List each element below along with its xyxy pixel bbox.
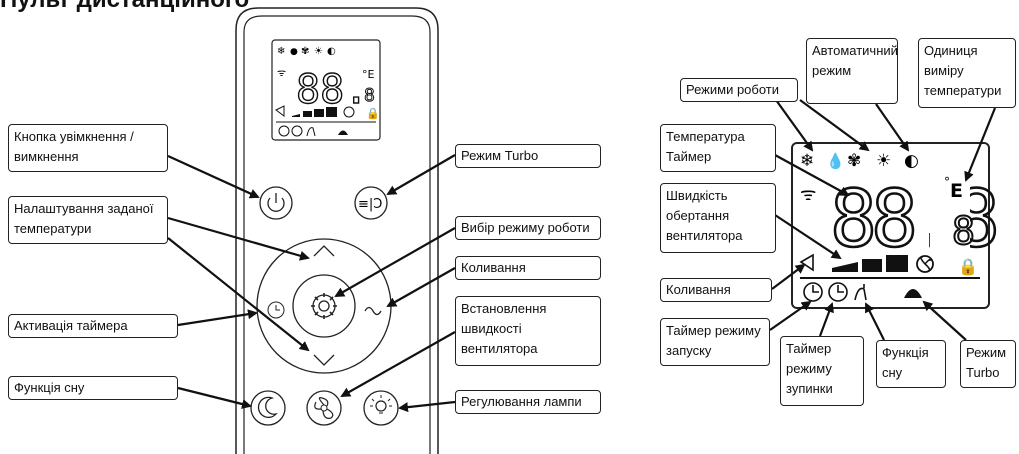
label-lcd-turbo: Режим Turbo xyxy=(960,340,1016,388)
mode-button[interactable] xyxy=(292,274,356,338)
temp-unit-e: E xyxy=(950,180,963,202)
sun-icon: ☀ xyxy=(314,46,323,57)
label-swing: Коливання xyxy=(455,256,601,280)
label-fan-speed: Встановлення швидкості вентилятора xyxy=(455,296,601,366)
label-timer: Активація таймера xyxy=(8,314,178,338)
label-lamp: Регулювання лампи xyxy=(455,390,601,414)
unit-e-small: °E xyxy=(362,68,375,81)
sleep-button[interactable] xyxy=(250,390,286,426)
wifi-icon: ᯤ xyxy=(277,68,286,79)
auto-icon: ◐ xyxy=(327,46,336,57)
label-temperature-timer: Температура Таймер xyxy=(660,124,776,172)
label-power-button: Кнопка увімкнення / вимкнення xyxy=(8,124,168,172)
lcd-small-digit: 8 xyxy=(952,209,975,253)
wifi-signal-icon: ᯤ xyxy=(800,184,816,205)
small-digit: 8 xyxy=(364,85,375,106)
label-fan-rotation-speed: Швидкість обертання вентилятора xyxy=(660,183,776,253)
label-stop-timer: Таймер режиму зупинки xyxy=(780,336,864,406)
turbo-fan-icon xyxy=(916,255,934,273)
label-lcd-sleep: Функція сну xyxy=(876,340,946,388)
swing-icon xyxy=(799,253,814,272)
lock-icon: 🔒 xyxy=(366,107,380,120)
label-start-timer: Таймер режиму запуску xyxy=(660,318,770,366)
snow-icon: ❄ xyxy=(277,46,285,57)
timer-off-icon xyxy=(828,282,848,302)
turbo-icon xyxy=(904,289,922,298)
fan-bar-1 xyxy=(832,262,858,272)
label-operating-modes: Режими роботи xyxy=(680,78,798,102)
drop-icon: ● xyxy=(290,47,298,57)
label-mode-select: Вибір режиму роботи xyxy=(455,216,601,240)
remote-arrows xyxy=(167,154,456,413)
label-lcd-swing: Коливання xyxy=(660,278,772,302)
lcd-arrows xyxy=(769,99,997,341)
lock-icon: 🔒 xyxy=(958,257,978,276)
lcd-digits-small: 88. xyxy=(296,67,368,113)
fan-bar-2 xyxy=(862,259,882,272)
lamp-button[interactable] xyxy=(363,390,399,426)
lcd-diagram: ❄ 💧 ✾ ☀ ◐ ᯤ 88.8 E ° 8 🔒 xyxy=(791,142,1002,309)
power-button[interactable] xyxy=(259,186,293,220)
sleep-icon xyxy=(854,284,867,301)
svg-text:≡|Ↄ: ≡|Ↄ xyxy=(358,197,382,212)
auto-mode-icon: ◐ xyxy=(904,151,919,171)
label-set-temperature: Налаштування заданої температури xyxy=(8,196,168,244)
remote-control xyxy=(235,7,439,454)
remote-lcd: ❄ ● ✾ ☀ ◐ ᯤ 88. °E 8 🔒 xyxy=(271,39,381,141)
fan-bar-3 xyxy=(886,255,908,272)
label-turbo: Режим Turbo xyxy=(455,144,601,168)
fan-mode-icon: ✾ xyxy=(301,46,309,57)
svg-text:°: ° xyxy=(944,175,950,189)
page-title: Пульт дистанційного xyxy=(0,0,249,14)
label-auto-mode: Автоматичний режим xyxy=(806,38,898,104)
lcd-digits: 88.8 xyxy=(830,175,995,265)
timer-on-icon xyxy=(803,282,823,302)
snowflake-icon: ❄ xyxy=(800,151,814,171)
water-drop-icon: 💧 xyxy=(826,152,845,170)
fan-button[interactable] xyxy=(306,390,342,426)
fan-icon: ✾ xyxy=(847,151,861,171)
turbo-button[interactable]: ≡|Ↄ xyxy=(354,186,388,220)
heat-sun-icon: ☀ xyxy=(876,151,891,171)
label-sleep: Функція сну xyxy=(8,376,178,400)
label-temperature-unit: Одиниця виміру температури xyxy=(918,38,1016,108)
